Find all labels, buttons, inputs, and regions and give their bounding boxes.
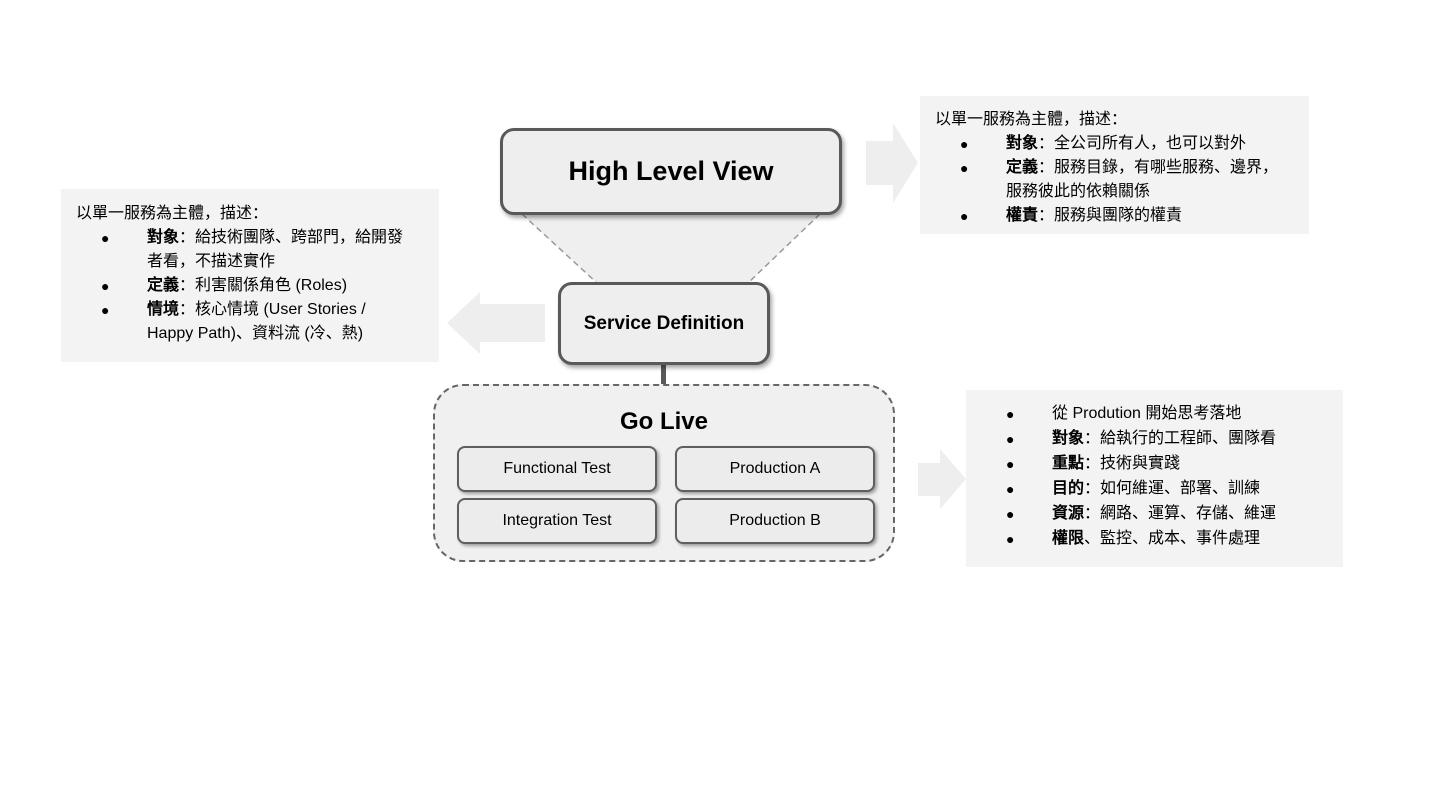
item-text: ：服務目錄，有哪些服務、邊界， [1038,159,1279,176]
list-item: ● 資源：網路、運算、存儲、維運 [966,502,1343,527]
bullet-icon: ● [1006,506,1015,522]
bullet-icon: ● [960,136,969,152]
item-text-continued: Happy Path)、資料流 (冷、熱) [147,325,364,342]
bullet-icon: ● [1006,481,1015,497]
left-panel-list: ● 對象：給技術團隊、跨部門，給開發 者看，不描述實作 ● 定義：利害關係角色 … [76,226,439,346]
list-item: ● 目的：如何維運、部署、訓練 [966,477,1343,502]
top-right-note-panel: 以單一服務為主體，描述： ● 對象：全公司所有人，也可以對外 ● 定義：服務目錄… [920,96,1309,234]
list-item: ● 對象：給執行的工程師、團隊看 [966,427,1343,452]
item-label: 權限 [1052,530,1085,547]
item-label: 權責 [1006,207,1039,224]
list-item: ● 權限、監控、成本、事件處理 [966,527,1343,552]
arrow-right-top [866,123,918,203]
arrow-right-bottom [918,449,966,509]
item-text: 從 Prodution 開始思考落地 [1052,405,1242,422]
list-item: ● 對象：全公司所有人，也可以對外 [935,132,1309,156]
bullet-icon: ● [101,302,110,318]
production-b-box: Production B [675,498,875,544]
high-level-view-title: High Level View [568,156,774,186]
item-text-continued: 服務彼此的依賴關係 [1006,183,1151,200]
vertical-connector [661,363,666,385]
funnel-right-edge [747,213,821,284]
bullet-icon: ● [101,230,110,246]
list-item: ● 對象：給技術團隊、跨部門，給開發 者看，不描述實作 [76,226,439,274]
bullet-icon: ● [1006,531,1015,547]
item-text: ：如何維運、部署、訓練 [1084,480,1261,497]
item-text: ：網路、運算、存儲、維運 [1084,505,1277,522]
left-panel-intro: 以單一服務為主體，描述： [76,205,269,222]
list-item: ● 從 Prodution 開始思考落地 [966,402,1343,427]
item-text: ：給技術團隊、跨部門，給開發 [179,229,404,246]
top-right-panel-intro: 以單一服務為主體，描述： [935,111,1128,128]
list-item: ● 權責：服務與團隊的權責 [935,204,1309,228]
top-right-panel-list: ● 對象：全公司所有人，也可以對外 ● 定義：服務目錄，有哪些服務、邊界， 服務… [935,132,1309,228]
list-item: ● 重點：技術與實踐 [966,452,1343,477]
bullet-icon: ● [101,278,110,294]
bullet-icon: ● [1006,456,1015,472]
item-label: 定義 [147,277,180,294]
item-label: 對象 [1006,135,1039,152]
item-text: ：全公司所有人，也可以對外 [1038,135,1247,152]
item-text: ：技術與實踐 [1084,455,1181,472]
go-live-title: Go Live [619,408,709,435]
list-item: ● 定義：利害關係角色 (Roles) [76,274,439,298]
bottom-right-panel-list: ● 從 Prodution 開始思考落地 ● 對象：給執行的工程師、團隊看 ● … [966,402,1343,552]
functional-test-box: Functional Test [457,446,657,492]
integration-test-box: Integration Test [457,498,657,544]
high-level-view-box: High Level View [500,128,842,215]
funnel-shape [522,214,820,283]
list-item: ● 定義：服務目錄，有哪些服務、邊界， 服務彼此的依賴關係 [935,156,1309,204]
bullet-icon: ● [1006,431,1015,447]
item-label: 重點 [1052,455,1085,472]
left-note-panel: 以單一服務為主體，描述： ● 對象：給技術團隊、跨部門，給開發 者看，不描述實作… [61,189,439,362]
production-a-box: Production A [675,446,875,492]
go-live-group: Go Live Functional Test Production A Int… [433,384,895,562]
bullet-icon: ● [960,208,969,224]
item-label: 目的 [1052,480,1085,497]
item-text: ：利害關係角色 (Roles) [179,277,348,294]
item-text: ：核心情境 (User Stories / [179,301,366,318]
bullet-icon: ● [1006,406,1015,422]
item-label: 對象 [147,229,180,246]
item-label: 資源 [1052,505,1085,522]
service-definition-box: Service Definition [558,282,770,365]
item-text: ：給執行的工程師、團隊看 [1084,430,1277,447]
item-text: 、監控、成本、事件處理 [1084,530,1261,547]
item-text-continued: 者看，不描述實作 [147,253,276,270]
item-label: 對象 [1052,430,1085,447]
bottom-right-note-panel: ● 從 Prodution 開始思考落地 ● 對象：給執行的工程師、團隊看 ● … [966,390,1343,567]
bullet-icon: ● [960,160,969,176]
item-label: 定義 [1006,159,1039,176]
item-text: ：服務與團隊的權責 [1038,207,1183,224]
list-item: ● 情境：核心情境 (User Stories / Happy Path)、資料… [76,298,439,346]
arrow-left-middle [447,292,545,354]
funnel-left-edge [521,213,598,284]
item-label: 情境 [147,301,180,318]
service-definition-title: Service Definition [583,312,745,334]
